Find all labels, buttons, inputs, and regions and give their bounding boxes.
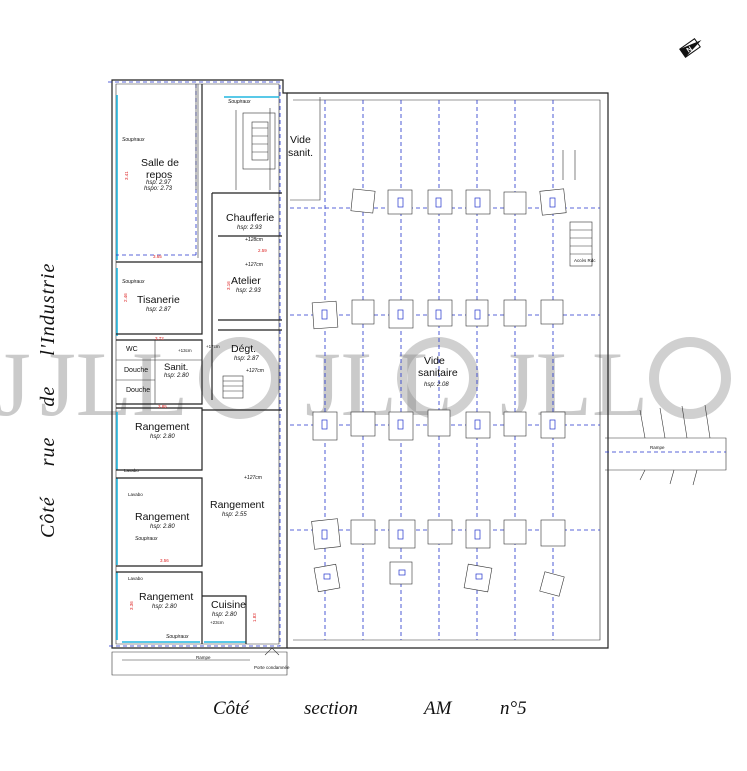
sanit-hsp: hsp: 2.80 (164, 373, 189, 379)
sanit-name: Sanit. (164, 362, 188, 373)
sanit-offset: +13cm (178, 348, 192, 353)
section-label-num: n°5 (500, 698, 527, 719)
rangement3-hsp: hsp: 2.80 (152, 604, 177, 610)
svg-text:3.36: 3.36 (129, 601, 134, 610)
side-street-label: Côté rue de l'Industrie (37, 263, 59, 538)
room-vide-sanitaire: Vide sanitaire hsp: 2.08 (418, 355, 458, 388)
cuisine-hsp: hsp: 2.80 (212, 612, 237, 618)
soupiraux-label-1: Soupiraux (228, 99, 251, 105)
vide-sanitaire-name-1: Vide (424, 355, 445, 367)
room-rangement-3: Rangement hsp: 2.80 (139, 591, 193, 610)
degt-name: Dégt. (231, 343, 256, 355)
svg-text:2.46: 2.46 (123, 293, 128, 302)
atelier-offset: +127cm (245, 262, 263, 268)
room-vide-sanit-top: Vide sanit. (288, 134, 313, 159)
room-rangement-1: Rangement hsp: 2.80 (135, 421, 189, 440)
acces-label: Accès Rdc (574, 258, 596, 263)
tisanerie-hsp: hsp: 2.87 (146, 307, 171, 313)
left-wing-walls (108, 79, 288, 649)
salle-de-repos-name-1: Salle de (141, 157, 179, 169)
section-label-cote: Côté (213, 698, 250, 719)
lavabo-label-2: Lavabo (128, 492, 143, 497)
vide-sanitaire-name-2: sanitaire (418, 367, 458, 379)
tisanerie-name: Tisanerie (137, 294, 180, 306)
rangement-big-offset: +127cm (244, 475, 262, 481)
soupiraux-label-3: Soupiraux (122, 279, 145, 285)
wc-name: WC (126, 346, 138, 353)
room-chaufferie: Chaufferie hsp: 2.93 +128cm (226, 212, 274, 243)
pillars (311, 188, 567, 597)
section-label-am: AM (422, 698, 453, 719)
left-wing-partitions (116, 84, 282, 644)
cuisine-offset: +23cm (210, 620, 224, 625)
section-label: Côté section AM n°5 (213, 698, 527, 719)
svg-text:1.83: 1.83 (252, 613, 257, 622)
rangement1-name: Rangement (135, 421, 189, 433)
svg-text:2.59: 2.59 (258, 248, 267, 253)
salle-de-repos-name-2: repos (146, 169, 172, 181)
rangement2-hsp: hsp: 2.80 (150, 524, 175, 530)
dimension-marks: 3.41 3.65 2.46 3.16 2.59 3.72 3.85 3.56 … (123, 171, 267, 622)
lavabo-label-3: Lavabo (128, 576, 143, 581)
salle-de-repos-hsp: hsp: 2.97 (146, 180, 171, 186)
watermark-text-left: JLL (40, 333, 188, 435)
salle-de-repos-hspo: hspo: 2.73 (144, 186, 173, 192)
degt-side-offset: +17cm (206, 344, 220, 349)
rangement-big-hsp: hsp: 2.55 (222, 512, 247, 518)
room-tisanerie: Tisanerie hsp: 2.87 (137, 294, 180, 313)
chaufferie-name: Chaufferie (226, 212, 274, 224)
vide-sanitaire-hsp: hsp: 2.08 (424, 382, 449, 388)
rangement1-hsp: hsp: 2.80 (150, 434, 175, 440)
rampe-label-right: Rampe (650, 445, 665, 450)
soupiraux-label-2: Soupiraux (122, 137, 145, 143)
rangement-big-name: Rangement (210, 499, 264, 511)
soupiraux-label-5: Soupiraux (166, 634, 189, 640)
room-degt: Dégt. hsp: 2.87 +127cm +17cm (206, 343, 264, 374)
room-rangement-big: +127cm Rangement hsp: 2.55 (210, 475, 264, 518)
svg-text:3.85: 3.85 (158, 404, 167, 409)
room-cuisine: Cuisine hsp: 2.80 +23cm (210, 599, 246, 625)
svg-text:3.16: 3.16 (226, 281, 231, 290)
rangement3-name: Rangement (139, 591, 193, 603)
porte-label: Porte condamnée (254, 665, 290, 670)
room-atelier: +127cm Atelier hsp: 2.93 (231, 262, 263, 294)
room-sanitaires: WC Douche Douche Sanit. hsp: 2.80 +13cm (124, 346, 192, 394)
degt-hsp: hsp: 2.87 (234, 356, 259, 362)
section-label-section: section (304, 698, 358, 719)
cuisine-name: Cuisine (211, 599, 246, 611)
svg-text:N: N (686, 46, 694, 55)
chaufferie-hsp: hsp: 2.93 (237, 225, 262, 231)
svg-text:3.41: 3.41 (124, 171, 129, 180)
vide-sanit-name-1: Vide (290, 134, 311, 146)
degt-offset: +127cm (246, 368, 264, 374)
rangement2-name: Rangement (135, 511, 189, 523)
room-rangement-2: Rangement hsp: 2.80 (135, 511, 189, 530)
lavabo-label-1: Lavabo (124, 468, 139, 473)
chaufferie-offset: +128cm (245, 237, 263, 243)
atelier-name: Atelier (231, 275, 261, 287)
douche2-name: Douche (126, 387, 150, 394)
svg-text:3.65: 3.65 (153, 254, 162, 259)
atelier-hsp: hsp: 2.93 (236, 288, 261, 294)
svg-text:3.56: 3.56 (160, 558, 169, 563)
annotations: Soupiraux Soupiraux Soupiraux Soupiraux … (122, 99, 665, 670)
rampe-label-bottom: Rampe (196, 655, 211, 660)
svg-text:3.72: 3.72 (155, 336, 164, 341)
north-arrow-icon: N (679, 38, 702, 58)
soupiraux-label-4: Soupiraux (135, 536, 158, 542)
svg-text:J: J (0, 333, 31, 435)
room-salle-de-repos: Salle de repos hsp: 2.97 hspo: 2.73 (141, 157, 179, 192)
douche1-name: Douche (124, 367, 148, 374)
vide-sanit-name-2: sanit. (288, 147, 313, 159)
